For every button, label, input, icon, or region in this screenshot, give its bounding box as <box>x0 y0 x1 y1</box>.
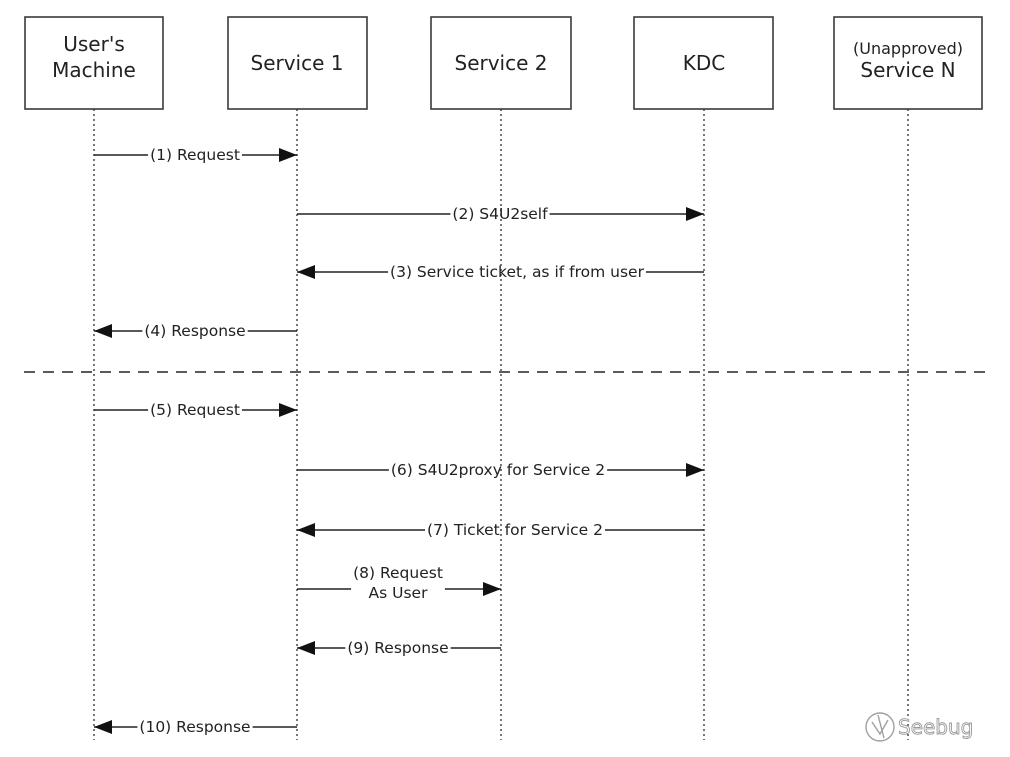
message-label-5: (5) Request <box>150 401 240 419</box>
message-5: (5) Request <box>94 401 297 419</box>
participant-label-service-2: Service 2 <box>455 51 548 75</box>
participant-box-kdc <box>633 16 774 110</box>
message-9: (9) Response <box>297 639 501 657</box>
message-arrowhead-7 <box>297 523 315 537</box>
message-arrowhead-10 <box>94 720 112 734</box>
message-label-6: (6) S4U2proxy for Service 2 <box>391 461 605 479</box>
participant-label-service-n: Service N <box>860 58 955 82</box>
message-6: (6) S4U2proxy for Service 2 <box>297 461 704 479</box>
message-label-7: (7) Ticket for Service 2 <box>427 521 603 539</box>
message-7: (7) Ticket for Service 2 <box>297 521 704 539</box>
messages: (1) Request (2) S4U2self (3) Service ticke… <box>94 146 704 736</box>
message-label-4: (4) Response <box>144 322 245 340</box>
message-arrowhead-8 <box>483 582 501 596</box>
participant-label-users-machine: User's <box>63 32 125 56</box>
message-arrowhead-4 <box>94 324 112 338</box>
message-label-3: (3) Service ticket, as if from user <box>390 263 645 281</box>
participant-box-service-1 <box>227 16 368 110</box>
message-2: (2) S4U2self <box>297 205 704 223</box>
seebug-logo-icon <box>865 712 895 742</box>
message-arrowhead-2 <box>686 207 704 221</box>
participant-label-service-n: (Unapproved) <box>853 39 963 58</box>
message-label-10: (10) Response <box>139 718 250 736</box>
message-label-2: (2) S4U2self <box>452 205 548 223</box>
participant-box-service-2 <box>430 16 572 110</box>
participant-box-users-machine <box>24 16 164 110</box>
message-arrowhead-5 <box>279 403 297 417</box>
message-arrowhead-3 <box>297 265 315 279</box>
message-4: (4) Response <box>94 322 297 340</box>
message-8: (8) Request As User <box>297 564 501 602</box>
participant-label-service-1: Service 1 <box>251 51 344 75</box>
watermark-text: Seebug <box>898 715 973 739</box>
watermark: Seebug <box>865 712 974 742</box>
participant-label-users-machine: Machine <box>52 58 136 82</box>
message-label-9: (9) Response <box>347 639 448 657</box>
message-arrowhead-1 <box>279 148 297 162</box>
message-3: (3) Service ticket, as if from user <box>297 263 704 281</box>
participant-label-kdc: KDC <box>683 51 725 75</box>
message-label-1: (1) Request <box>150 146 240 164</box>
message-10: (10) Response <box>94 718 297 736</box>
message-arrowhead-6 <box>686 463 704 477</box>
message-arrowhead-9 <box>297 641 315 655</box>
message-1: (1) Request <box>94 146 297 164</box>
participant-box-service-n <box>833 16 983 110</box>
message-label-8: (8) Request <box>353 564 443 582</box>
message-label-8: As User <box>369 584 429 602</box>
